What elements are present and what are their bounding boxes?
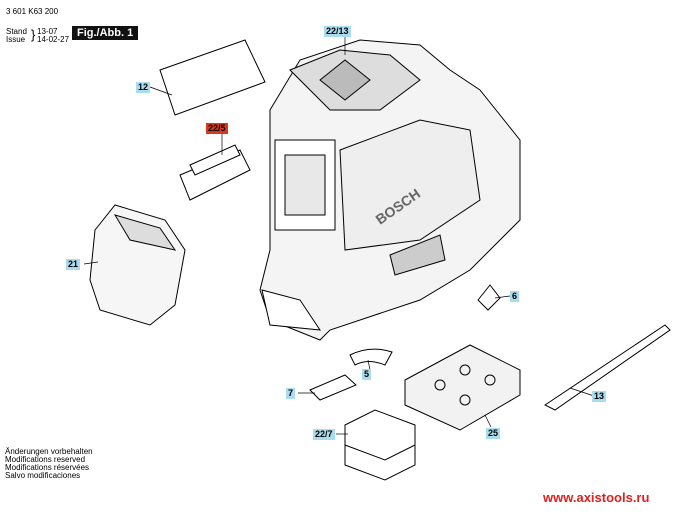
part-label: 22/7 [313,429,335,440]
part-number: 3 601 K63 200 [6,7,59,16]
part-12-plate [159,39,266,116]
stand-value: 13-07 [37,27,58,36]
part-label-highlighted: 22/5 [206,123,228,134]
part-label: 6 [510,291,520,302]
brace: } [31,27,36,42]
issue-value: 14-02-27 [37,35,70,44]
part-22-7 [344,409,416,481]
part-label: 21 [66,259,81,270]
part-25-base [404,344,521,431]
footer-note: Änderungen vorbehalten [5,447,93,456]
part-5 [349,348,393,366]
part-13 [544,324,671,411]
part-label: 13 [592,391,607,402]
footer-note: Modifications réservées [5,463,90,472]
part-label: 22/13 [324,26,351,37]
part-label: 25 [486,428,501,439]
part-label: 5 [362,369,372,380]
part-label: 12 [136,82,151,93]
part-7 [309,374,357,401]
watermark: www.axistools.ru [543,490,650,505]
issue-label: Issue [6,35,26,44]
part-label: 7 [286,388,296,399]
stand-label: Stand [6,27,27,36]
part-6 [477,284,501,311]
figure-label: Fig./Abb. 1 [72,26,139,40]
footer-note: Modifications reserved [5,455,86,464]
footer-note: Salvo modificaciones [5,471,81,480]
